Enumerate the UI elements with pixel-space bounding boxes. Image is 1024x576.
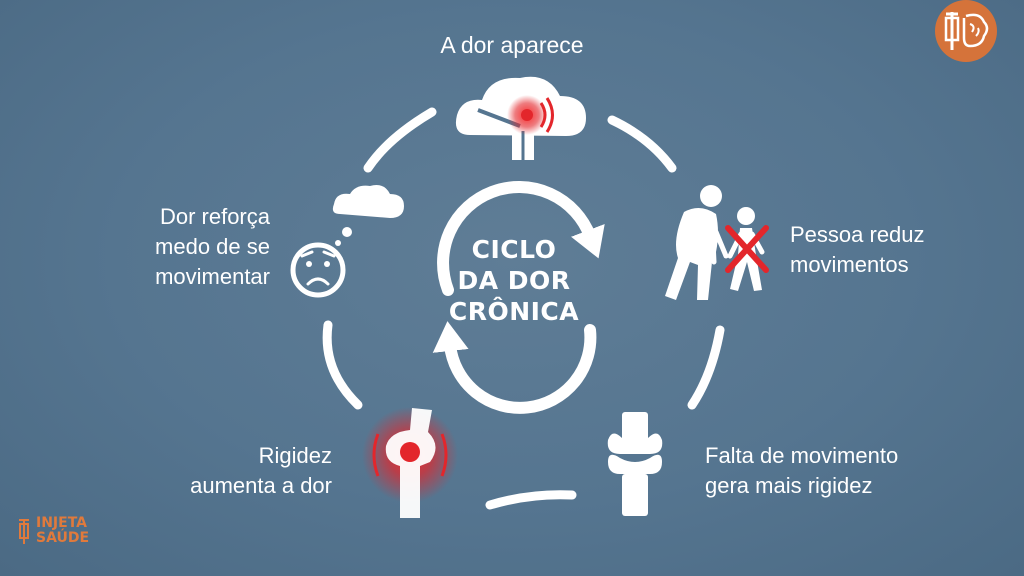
syringe-brain-icon	[935, 0, 997, 62]
cycle-title-line: CRÔNICA	[448, 297, 580, 326]
label-pain-reinforces-fear: Dor reforça medo de se movimentar	[110, 202, 270, 292]
cycle-title: CICLO DA DOR CRÔNICA	[426, 234, 602, 327]
label-line: medo de se	[155, 234, 270, 259]
label-line: movimentar	[155, 264, 270, 289]
label-line: Pessoa reduz	[790, 222, 925, 247]
brand-syringe-mark	[19, 519, 29, 544]
label-person-reduces-movement: Pessoa reduz movimentos	[790, 220, 925, 280]
label-lack-of-movement: Falta de movimento gera mais rigidez	[705, 441, 898, 501]
inflamed-knee-icon	[362, 407, 458, 518]
brand-name-line: SAÚDE	[36, 530, 90, 546]
label-line: Dor reforça	[159, 204, 270, 229]
label-line: A dor aparece	[440, 32, 584, 58]
cycle-title-line: CICLO	[471, 235, 557, 264]
cycle-title-line: DA DOR	[457, 266, 571, 295]
cloud-joint-pain-icon	[455, 76, 586, 160]
label-line: Rigidez	[258, 443, 332, 468]
arrow-left-to-top	[363, 107, 437, 173]
arrow-bottom-left-to-left	[322, 320, 363, 410]
brand-name-line: INJETA	[36, 515, 87, 531]
knee-joint-icon	[607, 412, 663, 516]
label-pain-appears: A dor aparece	[0, 30, 1024, 60]
label-line: Falta de movimento	[705, 443, 899, 468]
arrow-right-to-bottom-right	[687, 325, 725, 410]
label-stiffness-increases-pain: Rigidez aumenta a dor	[120, 441, 332, 501]
center-cycle-arrows	[432, 181, 605, 414]
worried-face-thought-icon	[290, 185, 404, 298]
label-line: movimentos	[790, 252, 909, 277]
label-line: aumenta a dor	[190, 473, 332, 498]
cycle-arrows	[322, 107, 725, 510]
brand-logo: INJETA SAÚDE	[36, 516, 89, 546]
hunched-person-no-walking-icon	[665, 185, 769, 300]
arrow-bottom-right-to-bottom-left	[485, 490, 577, 510]
label-line: gera mais rigidez	[705, 473, 873, 498]
arrow-top-to-right	[607, 115, 677, 173]
